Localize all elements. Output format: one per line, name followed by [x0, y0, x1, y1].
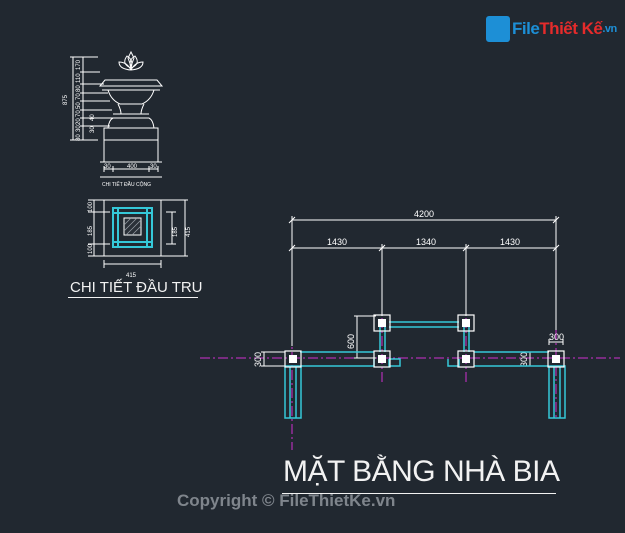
logo-icon: [486, 16, 510, 42]
elev-dim-70a: 70: [76, 93, 82, 100]
plan-title-underline: [282, 493, 556, 494]
plan-dimension-labels: 4200 1430 1340 1430 600 300 300 300: [253, 209, 564, 367]
site-logo: File Thiết Kế .vn: [486, 14, 617, 44]
logo-text-thietke: Thiết Kế: [539, 19, 603, 38]
elev-bottom-mid: 400: [127, 164, 138, 170]
elev-dim-110: 110: [76, 73, 82, 83]
elev-dim-80b: 80: [76, 134, 82, 141]
elev-dim-40: 40: [90, 114, 96, 121]
section-dimension-labels: 100 185 100 185 415 415: [88, 201, 192, 279]
elev-dim-70b: 70: [76, 110, 82, 117]
detail-title: CHI TIẾT ĐẦU TRU: [70, 279, 203, 296]
elev-caption: CHI TIẾT ĐẦU CỘNG: [102, 181, 151, 188]
elev-bottom-left: 30: [104, 164, 111, 170]
sec-dim-415b: 415: [126, 273, 137, 279]
column-head-section: [88, 199, 188, 268]
elev-dim-20: 20: [76, 118, 82, 125]
dim-600: 600: [346, 334, 356, 349]
logo-text-vn: .vn: [602, 23, 617, 35]
sec-dim-100b: 100: [88, 243, 94, 254]
detail-title-underline: [68, 297, 198, 298]
plan-dimension-lines: [261, 216, 564, 367]
elev-dim-30: 30: [76, 125, 82, 132]
dim-300-top: 300: [549, 332, 564, 342]
column-6: [547, 350, 565, 368]
column-4: [457, 314, 475, 332]
dim-left: 1430: [327, 237, 347, 247]
copyright-watermark: Copyright © FileThietKe.vn: [177, 491, 396, 510]
dim-300-right: 300: [519, 352, 529, 367]
elev-dim-170: 170: [76, 59, 82, 70]
column-3: [373, 314, 391, 332]
elev-dim-50: 50: [76, 102, 82, 109]
sec-dim-185: 185: [88, 225, 94, 236]
column-2: [373, 350, 391, 368]
column-5: [457, 350, 475, 368]
logo-text-file: File: [512, 19, 540, 38]
elevation-dimension-labels: 875 170 110 80 70 50 70 20 30 80 40 30 3…: [63, 59, 157, 188]
column-head-elevation: [70, 50, 164, 178]
dim-300-left: 300: [253, 352, 263, 367]
column-1: [284, 350, 302, 368]
elev-dim-80: 80: [76, 85, 82, 92]
dim-mid: 1340: [416, 237, 436, 247]
sec-dim-100: 100: [88, 201, 94, 212]
elev-dim-875: 875: [63, 94, 69, 105]
elev-dim-30b: 30: [90, 126, 96, 133]
plan-title: MẶT BẰNG NHÀ BIA: [283, 455, 560, 488]
elev-bottom-right: 30: [150, 164, 157, 170]
dim-total: 4200: [414, 209, 434, 219]
plan-walls: [284, 321, 566, 419]
dim-right: 1430: [500, 237, 520, 247]
sec-dim-185r: 185: [173, 226, 179, 237]
sec-dim-415r: 415: [186, 226, 192, 237]
plan-columns: [284, 314, 565, 368]
